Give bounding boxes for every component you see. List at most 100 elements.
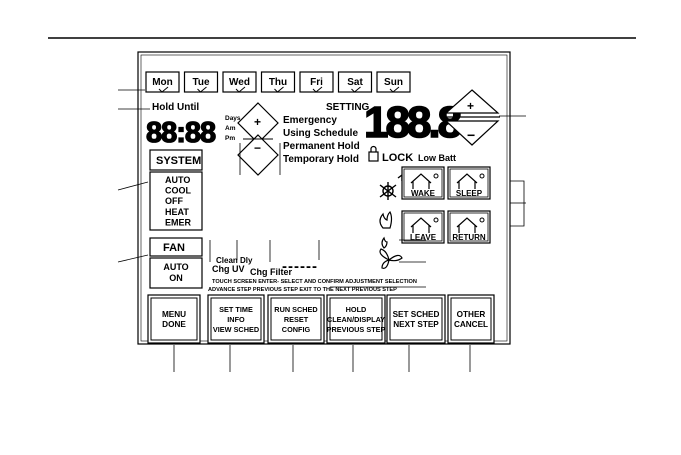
period-label: RETURN: [452, 233, 486, 242]
time-adjust-arrows[interactable]: + −: [237, 102, 279, 176]
status-line: Using Schedule: [283, 128, 358, 139]
time-down-diamond[interactable]: [237, 134, 279, 176]
button-label: DONE: [162, 320, 186, 329]
house-frame: [401, 210, 445, 244]
fan-mode-on: ON: [169, 273, 183, 283]
lock-icon: [368, 145, 379, 162]
period-label: LEAVE: [410, 233, 437, 242]
house-inner-frame: [403, 212, 443, 242]
button-label: SET SCHED: [393, 310, 440, 319]
person-icon: [479, 173, 485, 179]
schedule-wake-button[interactable]: WAKE: [401, 166, 445, 200]
temperature-up-arrow[interactable]: [444, 89, 500, 114]
time-minus-icon: −: [254, 141, 261, 155]
time-plus-icon: +: [254, 115, 261, 129]
schedule-period-buttons[interactable]: WAKE SLEEP LEAVE RETURN: [401, 166, 491, 244]
schedule-return-button[interactable]: RETURN: [447, 210, 491, 244]
day-selector-row: Mon Tue Wed Thu Fri Sat Sun: [145, 71, 411, 93]
button-label: MENU: [162, 310, 186, 319]
system-mode-cool: COOL: [165, 186, 192, 196]
button-inner-frame: [450, 297, 492, 341]
clock-digit-text: 88:88: [146, 117, 216, 149]
day-thu-button[interactable]: Thu: [260, 71, 296, 93]
system-mode-auto: AUTO: [165, 175, 190, 185]
hold-until-label: Hold Until: [152, 102, 199, 113]
day-fri-button[interactable]: Fri: [299, 71, 334, 93]
pm-label: Pm: [225, 135, 235, 142]
day-wed-button[interactable]: Wed: [222, 71, 257, 93]
fan-icon: [379, 248, 403, 269]
system-mode-heat: HEAT: [165, 207, 189, 217]
status-line: Temporary Hold: [283, 154, 359, 165]
schedule-leave-button[interactable]: LEAVE: [401, 210, 445, 244]
check-icon: [197, 86, 207, 93]
schedule-sleep-button[interactable]: SLEEP: [447, 166, 491, 200]
button-label: RUN SCHED: [274, 305, 317, 314]
clean-dly-label: Clean Dly: [216, 256, 253, 265]
temperature-minus-icon: −: [467, 127, 475, 143]
house-icon: [410, 173, 432, 189]
status-line: Permanent Hold: [283, 141, 360, 152]
button-frame: [386, 294, 446, 344]
period-label: WAKE: [411, 189, 436, 198]
day-label: Tue: [192, 77, 209, 88]
button-label: CANCEL: [454, 320, 488, 329]
temperature-plus-icon: +: [467, 99, 474, 113]
house-icon: [410, 217, 432, 233]
check-icon: [389, 86, 400, 93]
day-mon-button[interactable]: Mon: [145, 71, 180, 93]
person-icon: [433, 217, 439, 223]
button-label: VIEW SCHED: [213, 325, 259, 334]
day-sun-button[interactable]: Sun: [376, 71, 411, 93]
house-inner-frame: [449, 212, 489, 242]
segment-dashes: ------: [282, 258, 318, 275]
chg-uv-label: Chg UV: [212, 264, 245, 274]
button-label: HOLD: [346, 305, 367, 314]
button-label: PREVIOUS STEP: [327, 325, 386, 334]
schedule-bracket: [510, 180, 525, 227]
fan-title-frame: [149, 237, 203, 257]
day-label: Fri: [310, 77, 323, 88]
heat-flame-icon: [379, 210, 393, 249]
system-title: SYSTEM: [156, 155, 201, 167]
fan-title: FAN: [163, 242, 185, 254]
house-inner-frame: [403, 168, 443, 198]
button-inner-frame: [270, 297, 322, 341]
house-icon: [456, 173, 478, 189]
temperature-down-arrow[interactable]: [444, 120, 500, 146]
check-icon: [274, 86, 284, 93]
button-label: RESET: [284, 315, 309, 324]
temperature-adjust-arrows[interactable]: + −: [444, 89, 500, 146]
day-label: Sun: [384, 77, 403, 88]
check-icon: [312, 86, 323, 93]
system-title-frame: [149, 149, 203, 171]
check-icon: [158, 86, 169, 93]
day-label: Sat: [347, 77, 363, 88]
period-label: SLEEP: [456, 189, 483, 198]
day-tue-button[interactable]: Tue: [183, 71, 219, 93]
button-frame: [447, 294, 495, 344]
day-sat-button[interactable]: Sat: [337, 71, 373, 93]
system-mode-off: OFF: [165, 196, 183, 206]
day-label: Mon: [152, 77, 173, 88]
lock-label: LOCK: [382, 152, 413, 164]
am-label: Am: [225, 125, 236, 132]
button-label: INFO: [227, 315, 245, 324]
house-icon: [456, 217, 478, 233]
house-frame: [401, 166, 445, 200]
day-label: Thu: [269, 77, 287, 88]
days-label: Days: [225, 115, 241, 122]
button-label: OTHER: [457, 310, 486, 319]
button-label: CLEAN/DISPLAY: [327, 315, 385, 324]
clock-digits: 88:88: [145, 116, 217, 149]
